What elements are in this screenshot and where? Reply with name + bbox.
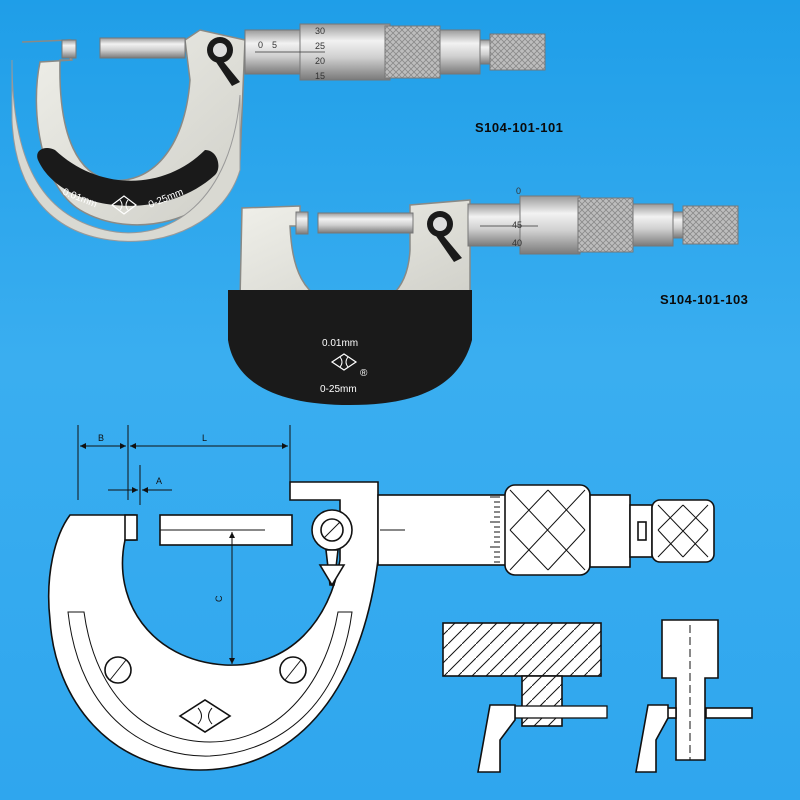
detail-measuring-flat xyxy=(442,622,608,773)
spindle-2 xyxy=(317,212,414,234)
svg-text:L: L xyxy=(202,433,207,443)
dimension-l: L xyxy=(130,425,291,500)
range-label-2: 0-25mm xyxy=(320,384,357,395)
svg-text:B: B xyxy=(98,433,104,443)
svg-text:0: 0 xyxy=(258,40,263,50)
svg-text:45: 45 xyxy=(512,220,522,230)
frame-plate-1 xyxy=(37,148,219,206)
spindle-1 xyxy=(99,37,186,59)
svg-text:0: 0 xyxy=(516,186,521,196)
svg-text:A: A xyxy=(156,476,162,486)
anvil-1 xyxy=(61,39,77,59)
registered-mark: ® xyxy=(360,368,368,379)
dimension-b: B xyxy=(77,425,129,500)
dimension-c: C xyxy=(214,532,235,664)
technical-drawing: B L A xyxy=(47,425,753,773)
brand-logo-1 xyxy=(111,195,137,215)
model-label-2: S104-101-103 xyxy=(660,292,748,307)
screw-left xyxy=(104,656,132,684)
model-label-1: S104-101-101 xyxy=(475,120,563,135)
svg-text:20: 20 xyxy=(315,56,325,66)
svg-text:30: 30 xyxy=(315,26,325,36)
anvil-2 xyxy=(295,211,309,235)
thimble-knurl-2 xyxy=(577,197,634,253)
detail-measuring-pin xyxy=(635,619,753,773)
ratchet-1 xyxy=(489,33,546,71)
frame-plate-2 xyxy=(228,290,472,405)
drawing-scale-ticks xyxy=(490,496,500,563)
screw-right xyxy=(279,656,307,684)
dimension-a: A xyxy=(108,465,172,505)
drawing-ratchet xyxy=(651,499,715,563)
svg-text:5: 5 xyxy=(272,40,277,50)
svg-text:25: 25 xyxy=(315,41,325,51)
resolution-label-2: 0.01mm xyxy=(322,338,358,349)
drawing-logo xyxy=(178,699,232,733)
svg-text:15: 15 xyxy=(315,71,325,81)
ratchet-2 xyxy=(682,205,739,245)
drawing-anvil xyxy=(124,514,138,541)
svg-text:C: C xyxy=(214,595,224,602)
thimble-2 xyxy=(519,195,581,255)
drawing-thimble-end xyxy=(589,494,631,568)
drawing-lock xyxy=(311,509,353,587)
drawing-frame xyxy=(47,481,379,771)
thimble-knurl-1 xyxy=(384,25,441,79)
micrometer-photo-1: 0.01mm 0-25mm 0 5 30 25 20 15 xyxy=(11,23,546,242)
drawing-thimble xyxy=(504,484,591,576)
micrometer-photo-2: 0.01mm ® 0-25mm 0 45 40 xyxy=(228,186,739,405)
brand-logo-2 xyxy=(330,353,358,371)
svg-text:40: 40 xyxy=(512,238,522,248)
